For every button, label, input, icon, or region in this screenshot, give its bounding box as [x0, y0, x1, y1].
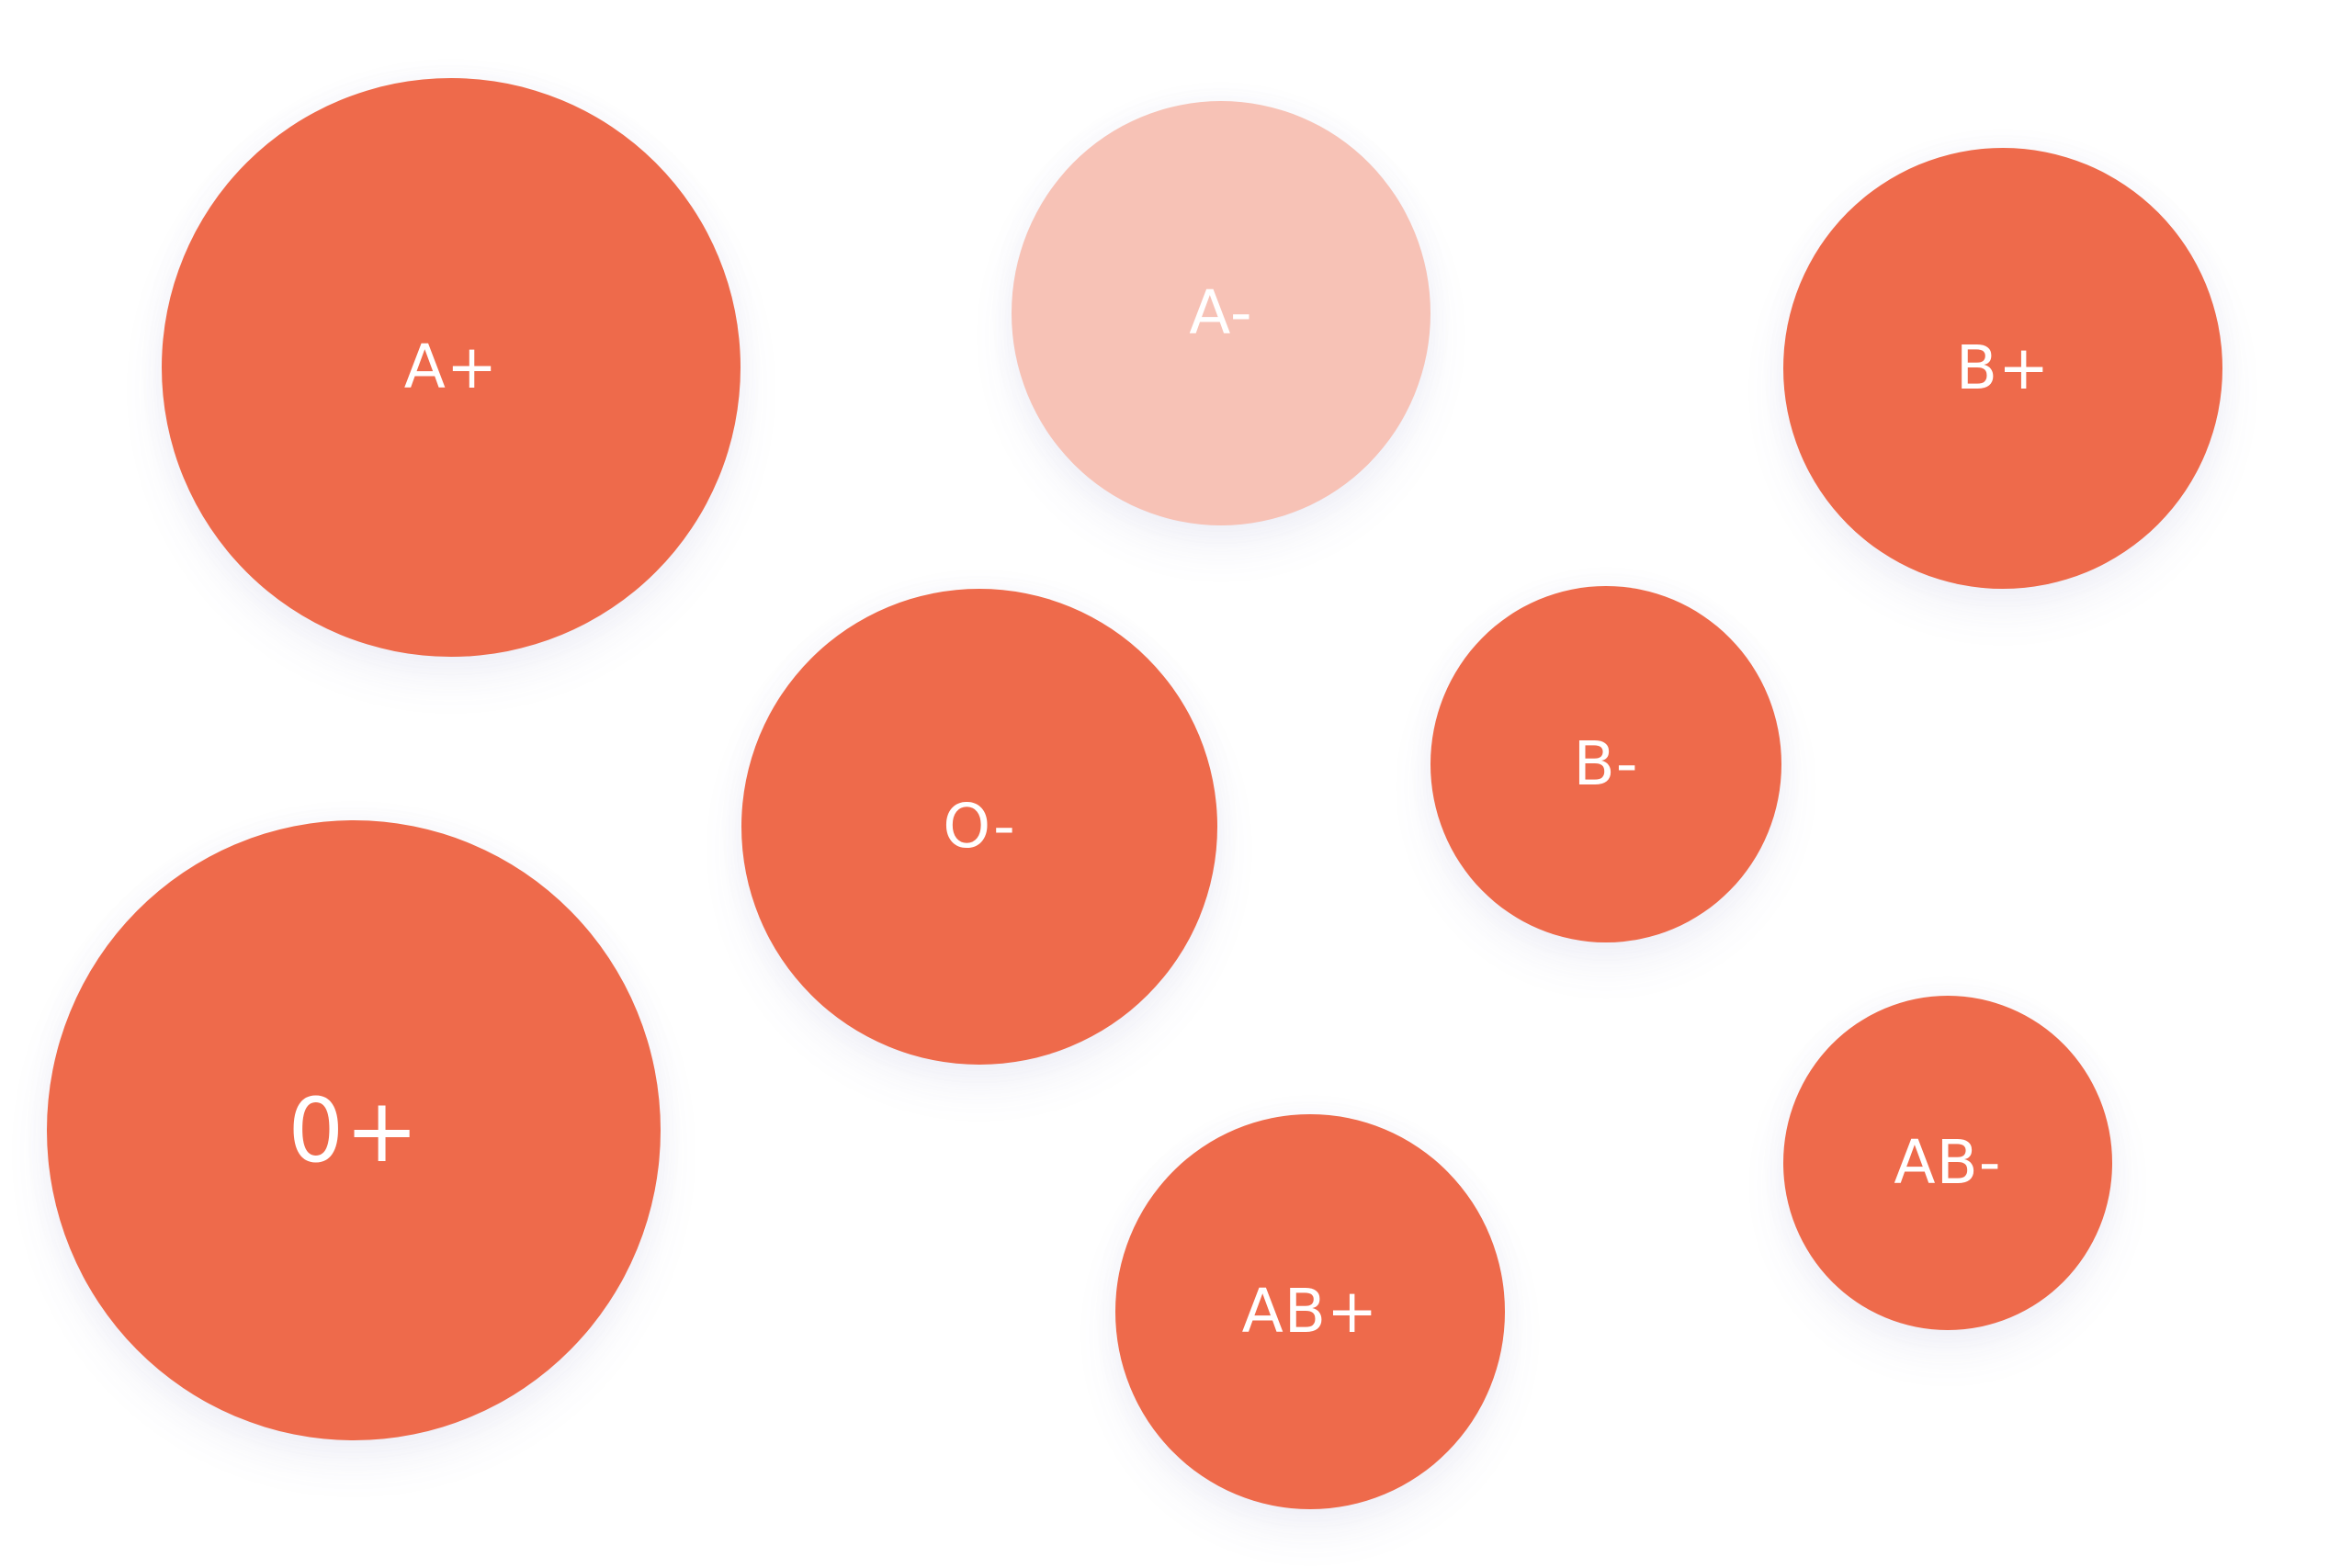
- bubble-label: AB-: [1894, 1127, 2002, 1198]
- bubble-label: 0+: [288, 1078, 420, 1182]
- bubble-label: AB+: [1241, 1276, 1379, 1347]
- bubble-b-positive[interactable]: B+: [1783, 148, 2222, 589]
- bubble-label: A-: [1189, 277, 1253, 348]
- bubble-a-positive[interactable]: A+: [162, 78, 741, 657]
- bubble-label: O-: [943, 791, 1016, 862]
- bubble-a-negative[interactable]: A-: [1012, 101, 1430, 525]
- bubble-label: A+: [403, 332, 499, 402]
- bubble-o-negative[interactable]: O-: [741, 589, 1217, 1065]
- bubble-ab-negative[interactable]: AB-: [1783, 996, 2112, 1330]
- bubble-label: B+: [1955, 333, 2051, 403]
- bubble-b-negative[interactable]: B-: [1430, 586, 1781, 942]
- bubble-o-positive[interactable]: 0+: [47, 820, 661, 1440]
- bubble-ab-positive[interactable]: AB+: [1115, 1114, 1505, 1509]
- bubble-label: B-: [1573, 728, 1639, 799]
